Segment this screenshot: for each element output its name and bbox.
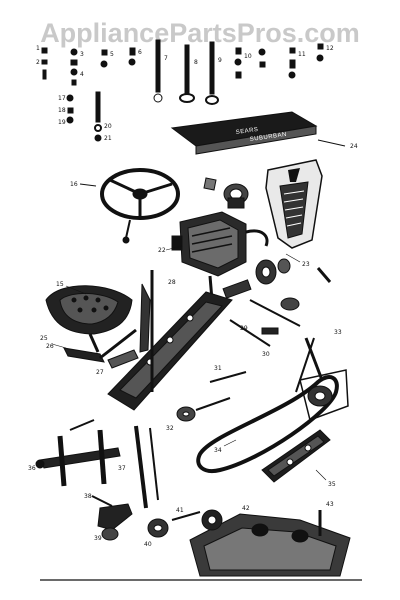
leader-lines [51,245,327,481]
callout-38: 38 [84,493,92,500]
transaxle-bottom [189,509,351,577]
engine-pulley [255,258,291,285]
callout-35: 35 [328,481,336,488]
fastener-column-2 [70,48,78,86]
callout-29: 29 [240,325,248,332]
callout-37: 37 [118,465,126,472]
bolt-long-3 [205,41,219,105]
callout-41: 41 [176,507,184,514]
callout-30: 30 [262,351,270,358]
callout-4: 4 [80,71,84,78]
callout-32: 32 [166,425,174,432]
callout-2: 2 [36,59,40,66]
callout-15: 15 [56,281,64,288]
callout-12: 12 [326,45,334,52]
clutch-pedal [63,328,139,369]
callout-26: 26 [46,343,54,350]
fastener-group-left [66,91,102,142]
belt-guide-arm [295,337,324,393]
callout-7: 7 [164,55,168,62]
callout-8: 8 [194,59,198,66]
callout-27: 27 [96,369,104,376]
callout-39: 39 [94,535,102,542]
callout-43: 43 [326,501,334,508]
callout-33: 33 [334,329,342,336]
drive-belt [196,375,339,473]
callout-3: 3 [80,51,84,58]
seat-assembly: SEARS SUBURBAN [170,111,346,155]
rear-panel [261,429,331,483]
watermark-text: AppliancePartsPros.com [40,18,360,48]
steering-shaft [134,425,159,509]
fastener-column-5 [234,47,242,79]
callout-40: 40 [144,541,152,548]
callout-20: 20 [104,123,112,130]
callout-10: 10 [244,53,252,60]
steering-wheel [79,168,180,244]
callout-22: 22 [158,247,166,254]
callout-36: 36 [28,465,36,472]
callout-31: 31 [214,365,222,372]
seat-cushion-front [195,125,317,155]
callout-6: 6 [138,49,142,56]
fastener-column-3 [100,49,108,68]
fender-shroud [265,159,323,249]
fastener-column-1 [41,47,48,80]
transmission-pulley [299,369,349,421]
callout-42: 42 [242,505,250,512]
front-axle [35,419,121,487]
callout-11: 11 [298,51,306,58]
fastener-column-8 [316,43,324,62]
bolt-long-2 [179,44,195,103]
callout-9: 9 [218,57,222,64]
callout-21: 21 [104,135,112,142]
callout-23: 23 [302,261,310,268]
callout-labels: 1 2 3 4 5 6 7 8 9 10 11 12 17 18 19 20 2… [28,45,358,548]
fastener-column-7 [288,47,296,79]
fastener-group-top [41,39,324,105]
fastener-column-6 [258,48,266,68]
callout-5: 5 [110,51,114,58]
callout-24: 24 [350,143,358,150]
brake-pedal-bottom [91,495,133,541]
callout-19: 19 [58,119,66,126]
callout-25: 25 [40,335,48,342]
seat-pan [45,285,133,353]
callout-1: 1 [36,45,40,52]
fastener-column-4 [128,47,136,66]
air-filter [203,177,249,209]
callout-34: 34 [214,447,222,454]
callout-17: 17 [58,95,66,102]
callout-16: 16 [70,181,78,188]
seat-brand-line2: SUBURBAN [249,132,287,143]
engine [171,211,269,301]
callout-18: 18 [58,107,66,114]
idler-pulley [176,371,247,422]
linkage-upper [222,267,332,347]
main-frame [107,270,233,411]
bolt-long-1 [153,39,163,103]
callout-28: 28 [168,279,176,286]
seat-brand-line1: SEARS [235,127,258,136]
bushing-bottom [147,511,201,538]
